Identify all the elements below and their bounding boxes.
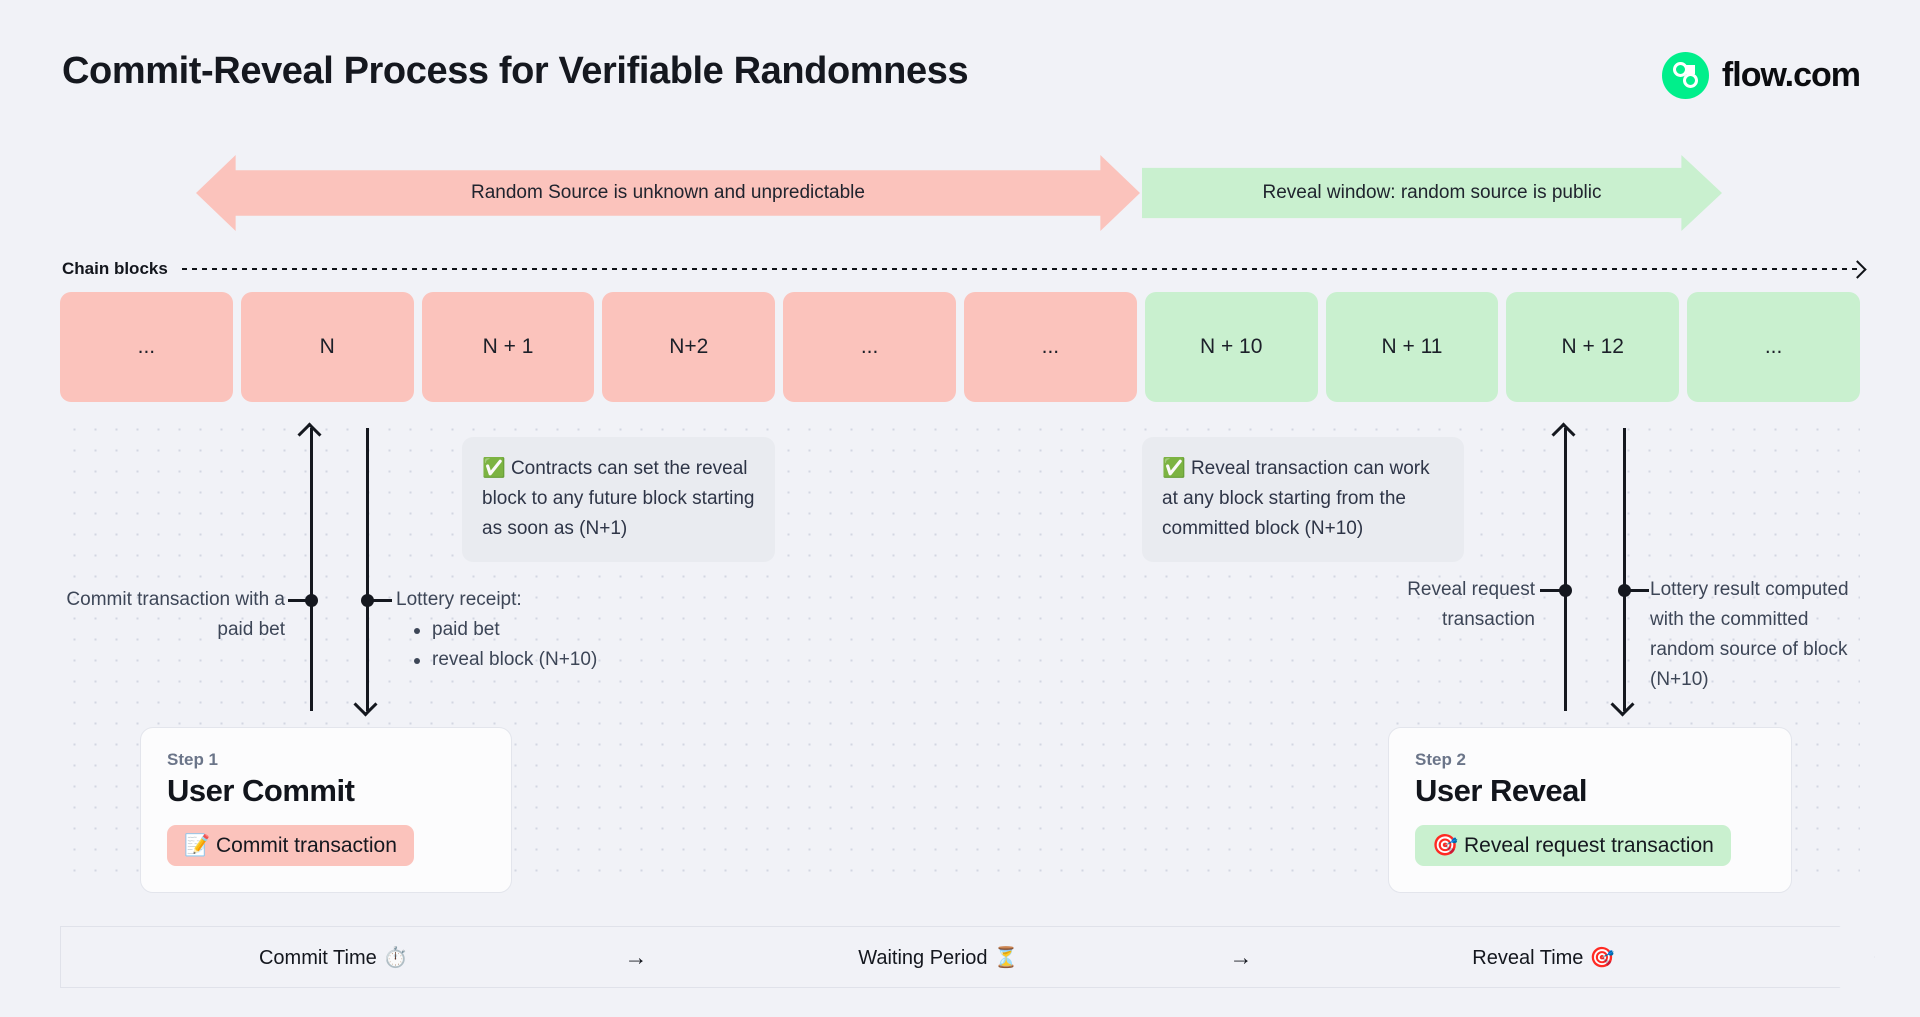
chain-block: ... (963, 292, 1137, 402)
timeline-segment-label: Commit Time (258, 946, 377, 969)
step-card-user-commit[interactable]: Step 1 User Commit 📝 Commit transaction (140, 727, 512, 893)
reveal-request-label: Reveal request transaction (1464, 834, 1714, 857)
hourglass-icon: ⏳ (987, 944, 1019, 969)
list-item: paid bet (414, 615, 696, 645)
commit-transaction-label: Commit transaction (216, 834, 397, 857)
list-item: reveal block (N+10) (414, 645, 696, 675)
page-title: Commit-Reveal Process for Verifiable Ran… (62, 50, 969, 92)
callout-reveal-note: ✅ Reveal transaction can work at any blo… (1142, 437, 1464, 562)
result-down-arrow-icon (1610, 428, 1635, 717)
phase-band: Random Source is unknown and unpredictab… (0, 155, 1920, 231)
receipt-item-list: paid bet reveal block (N+10) (396, 615, 696, 675)
check-mark-icon: ✅ (482, 457, 506, 479)
direct-hit-icon: 🎯 (1583, 944, 1615, 969)
step-2-kicker: Step 2 (1415, 750, 1467, 769)
header: Commit-Reveal Process for Verifiable Ran… (0, 0, 1920, 130)
timeline-separator-arrow-icon: → (624, 943, 648, 970)
receipt-leader-line (368, 599, 392, 602)
chain-axis-arrow-icon (181, 268, 1862, 270)
commit-leader-line (288, 599, 312, 602)
timeline-segment: Commit Time ⏱️ (61, 945, 606, 970)
flow-logo-icon (1661, 52, 1709, 99)
callout-reveal-text: Reveal transaction can work at any block… (1162, 458, 1430, 539)
timeline-segments: Commit Time ⏱️ → Waiting Period ⏳ → Reveal T… (61, 927, 1816, 987)
result-anchor-dot (1618, 584, 1631, 597)
phase-unknown-label: Random Source is unknown and unpredictab… (471, 182, 865, 203)
brand-logo: flow.com (1661, 52, 1861, 99)
receipt-anchor-dot (361, 594, 374, 607)
commit-up-arrow-icon (297, 422, 322, 711)
phase-arrow-reveal: Reveal window: random source is public (1142, 155, 1722, 231)
receipt-down-arrow-icon (353, 428, 378, 717)
timeline-separator-arrow-icon: → (1229, 943, 1253, 970)
chain-block: N + 1 (421, 292, 595, 402)
chain-blocks-label: Chain blocks (62, 259, 168, 278)
reveal-request-pill[interactable]: 🎯 Reveal request transaction (1415, 825, 1731, 866)
step-2-title: User Reveal (1415, 773, 1588, 808)
callout-commit-text: Contracts can set the reveal block to an… (482, 458, 755, 539)
annotation-lottery-result: Lottery result computed with the committ… (1650, 579, 1849, 690)
chain-block: ... (783, 292, 956, 402)
brand-name: flow.com (1721, 56, 1861, 94)
stopwatch-icon: ⏱️ (376, 944, 409, 969)
annotation-lottery-receipt: Lottery receipt: paid bet reveal block (… (396, 585, 696, 675)
annotation-commit-transaction: Commit transaction with a paid bet (66, 589, 285, 640)
phase-reveal-label: Reveal window: random source is public (1262, 182, 1602, 203)
timeline-segment: Reveal Time 🎯 (1271, 945, 1816, 970)
chain-block: N + 12 (1506, 292, 1680, 402)
check-mark-icon: ✅ (1162, 457, 1186, 479)
chain-block: N (240, 292, 414, 402)
reveal-leader-line (1540, 589, 1566, 592)
annotation-reveal-request: Reveal request transaction (1407, 579, 1535, 630)
timeline-bar: Commit Time ⏱️ → Waiting Period ⏳ → Reveal T… (60, 926, 1875, 988)
receipt-title: Lottery receipt: (396, 589, 522, 610)
chain-block: ... (60, 292, 233, 402)
result-leader-line (1625, 589, 1649, 592)
step-1-title: User Commit (167, 773, 355, 808)
step-card-user-reveal[interactable]: Step 2 User Reveal 🎯 Reveal request tran… (1388, 727, 1792, 893)
direct-hit-icon: 🎯 (1432, 833, 1459, 857)
timeline-segment-label: Waiting Period (858, 946, 988, 969)
commit-transaction-pill[interactable]: 📝 Commit transaction (167, 825, 414, 866)
chain-block: ... (1687, 292, 1860, 402)
timeline-segment-label: Reveal Time (1472, 946, 1584, 969)
callout-commit-note: ✅ Contracts can set the reveal block to … (462, 437, 775, 562)
memo-icon: 📝 (184, 833, 211, 857)
chain-block: N + 10 (1144, 292, 1318, 402)
chain-block: N+2 (602, 292, 776, 402)
chain-block: N + 11 (1325, 292, 1499, 402)
reveal-up-arrow-icon (1551, 422, 1576, 711)
phase-arrow-unknown: Random Source is unknown and unpredictab… (196, 155, 1140, 231)
chain-blocks-axis: Chain blocks (62, 258, 1862, 280)
timeline-segment: Waiting Period ⏳ (666, 945, 1211, 970)
step-1-kicker: Step 1 (167, 750, 219, 769)
